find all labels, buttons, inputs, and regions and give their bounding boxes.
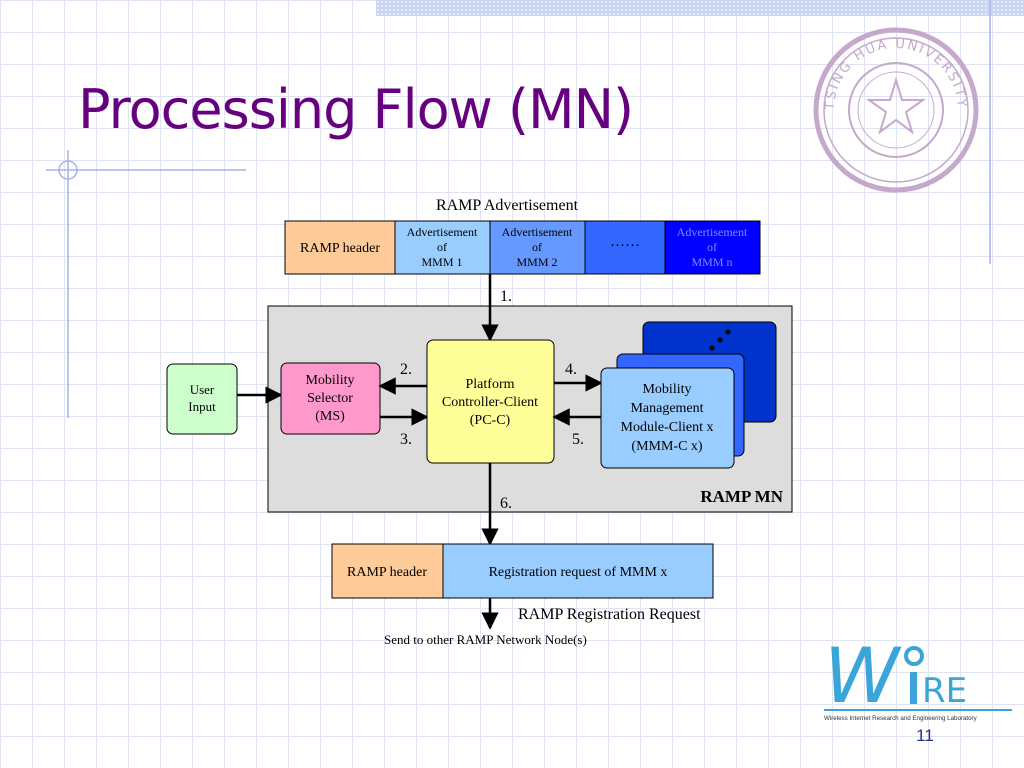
registration-body-box xyxy=(442,543,714,599)
logo-i-dot xyxy=(904,646,924,666)
crosshair-decor xyxy=(46,0,991,418)
ad-segment-2-line-3: MMM 2 xyxy=(516,255,557,269)
top-decor-band xyxy=(376,0,1024,16)
step-2-label: 2. xyxy=(400,361,412,378)
wire-logo: W RE Wireless Internet Research and Engi… xyxy=(824,631,1012,722)
ad-segment-1-line-3: MMM 1 xyxy=(421,255,462,269)
step-4-label: 4. xyxy=(565,361,577,378)
user-input-box xyxy=(166,363,238,435)
ad-segment-ellipsis-label: …… xyxy=(610,234,640,250)
ad-segment-n-line-1: Advertisement xyxy=(677,225,748,239)
registration-body-label: Registration request of MMM x xyxy=(489,565,668,580)
pc-c-line-1: Platform xyxy=(466,377,515,392)
ad-segment-n-line-3: MMM n xyxy=(691,255,732,269)
pc-c-line-2: Controller-Client xyxy=(442,395,538,410)
mmm-c-line-2: Management xyxy=(630,401,703,416)
step-6-label: 6. xyxy=(500,495,512,512)
mobility-selector-line-3: (MS) xyxy=(315,409,345,424)
step-3-label: 3. xyxy=(400,431,412,448)
logo-w: W xyxy=(824,631,902,720)
university-seal: TSING HUA UNIVERSITY xyxy=(813,27,979,193)
user-input-line-2: Input xyxy=(188,399,216,414)
stack-dot xyxy=(725,329,731,335)
ad-segment-2-line-2: of xyxy=(532,240,542,254)
mmm-c-box xyxy=(600,367,735,469)
stack-dot xyxy=(709,345,715,351)
logo-subtitle: Wireless Internet Research and Engineeri… xyxy=(824,715,978,722)
ad-segment-n-line-2: of xyxy=(707,240,717,254)
advertisement-header-box xyxy=(284,220,396,275)
mmm-c-line-1: Mobility xyxy=(642,382,691,397)
registration-caption: RAMP Registration Request xyxy=(518,606,701,623)
step-5-label: 5. xyxy=(572,431,584,448)
advertisement-caption: RAMP Advertisement xyxy=(436,197,579,214)
step-1-label: 1. xyxy=(500,288,512,305)
ad-segment-ellipsis: …… xyxy=(584,220,666,275)
registration-header-box xyxy=(331,543,444,599)
pc-c-line-3: (PC-C) xyxy=(470,413,511,428)
slide-number: 11 xyxy=(916,726,934,745)
send-to-nodes-label: Send to other RAMP Network Node(s) xyxy=(384,632,587,647)
user-input-line-1: User xyxy=(190,382,215,397)
stack-dot xyxy=(717,337,723,343)
advertisement-header-label: RAMP header xyxy=(300,241,380,256)
logo-i-stem xyxy=(910,672,917,704)
slide-title: Processing Flow (MN) xyxy=(78,78,634,141)
ad-segment-1-line-1: Advertisement xyxy=(407,225,478,239)
mobility-selector-box xyxy=(280,362,381,435)
ramp-mn-label: RAMP MN xyxy=(700,487,783,506)
ad-segment-2: Advertisement of MMM 2 xyxy=(489,220,586,275)
logo-re: RE xyxy=(922,671,967,711)
registration-header-label: RAMP header xyxy=(347,565,427,580)
ad-segment-1: Advertisement of MMM 1 xyxy=(394,220,491,275)
mmm-c-line-3: Module-Client x xyxy=(621,420,714,435)
ad-segment-2-line-1: Advertisement xyxy=(502,225,573,239)
mobility-selector-line-1: Mobility xyxy=(305,373,354,388)
mmm-c-line-4: (MMM-C x) xyxy=(631,439,703,454)
ad-segment-n: Advertisement of MMM n xyxy=(664,220,761,275)
ad-segment-1-line-2: of xyxy=(437,240,447,254)
mobility-selector-line-2: Selector xyxy=(307,391,353,406)
